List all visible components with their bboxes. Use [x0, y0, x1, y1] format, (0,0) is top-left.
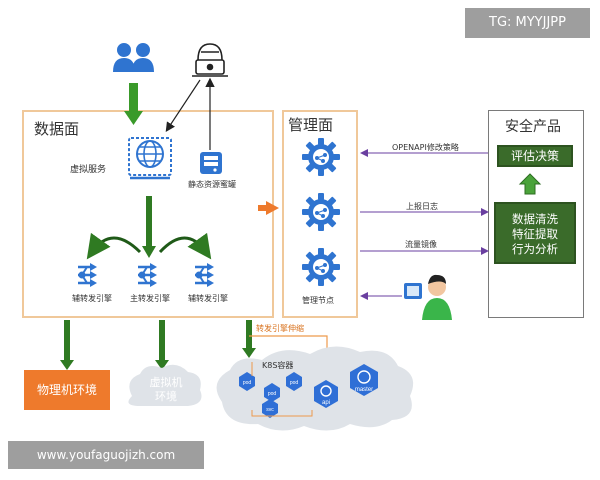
to-k8s-arrow — [242, 320, 256, 358]
service-to-engine-arrow — [142, 196, 156, 258]
virtual-machine-line-2: 环境 — [155, 390, 177, 403]
analysis-to-eval-arrow — [518, 173, 542, 195]
traffic-mirror-label: 流量镜像 — [405, 240, 437, 249]
data-plane-title: 数据面 — [34, 120, 80, 138]
physical-machine-box: 物理机环境 — [24, 370, 110, 410]
globe-monitor-icon — [128, 137, 172, 180]
virtual-service-label: 虚拟服务 — [70, 165, 107, 175]
k8s-title: K8S容器 — [262, 361, 294, 370]
curve-arrow-left — [86, 232, 142, 260]
report-log-label: 上报日志 — [406, 202, 438, 211]
network-engine-icon — [76, 261, 99, 289]
k8s-item-label: svc — [266, 407, 274, 413]
openapi-label: OPENAPI修改策略 — [392, 143, 459, 152]
management-plane-title: 管理面 — [288, 116, 334, 134]
engine-label-right: 辅转发引擎 — [188, 294, 228, 303]
k8s-item-label: master — [355, 387, 373, 393]
engine-scale-label: 转发引擎伸缩 — [256, 324, 304, 333]
watermark-bottom: www.youfaguojizh.com — [8, 441, 204, 469]
curve-arrow-right — [158, 232, 212, 260]
engine-label-main: 主转发引擎 — [130, 294, 170, 303]
user-traffic-arrow — [124, 83, 143, 125]
k8s-item-label: pod — [290, 380, 299, 386]
virtual-machine-line-1: 虚拟机 — [149, 376, 183, 389]
watermark-top: TG: MYYJJPP — [465, 8, 590, 38]
static-honeypot-label: 静态资源蜜罐 — [188, 180, 236, 189]
evaluate-decision-box: 评估决策 — [497, 145, 573, 167]
mgmt-to-data-arrow — [258, 201, 279, 215]
clean-line-1: 数据清洗 — [512, 212, 558, 226]
to-virtual-arrow — [155, 320, 169, 370]
security-product-title: 安全产品 — [505, 119, 561, 135]
network-engine-icon — [193, 261, 216, 289]
k8s-group-bracket — [251, 362, 313, 417]
hacker-to-service-arrow — [165, 79, 201, 133]
clean-line-3: 行为分析 — [512, 242, 558, 256]
clean-line-2: 特征提取 — [512, 227, 558, 241]
network-engine-icon — [136, 261, 159, 289]
management-node-label: 管理节点 — [302, 296, 334, 305]
data-cleaning-box: 数据清洗 特征提取 行为分析 — [494, 202, 576, 264]
kubernetes-icon: pod pod pod svc api master — [239, 364, 378, 418]
virtual-machine-label: 虚拟机 环境 — [140, 376, 192, 404]
users-icon — [113, 43, 154, 72]
k8s-item-label: pod — [243, 380, 252, 386]
gear-icon — [301, 247, 341, 287]
k8s-item-label: api — [322, 400, 330, 406]
database-icon — [200, 152, 222, 174]
analyst-person-icon — [404, 274, 452, 320]
to-physical-arrow — [60, 320, 74, 370]
virtual-machine-cloud — [128, 364, 202, 406]
gear-icon — [301, 137, 341, 177]
gear-icon — [301, 192, 341, 232]
k8s-item-label: pod — [268, 391, 277, 397]
engine-label-left: 辅转发引擎 — [72, 294, 112, 303]
hacker-laptop-icon — [192, 43, 228, 77]
